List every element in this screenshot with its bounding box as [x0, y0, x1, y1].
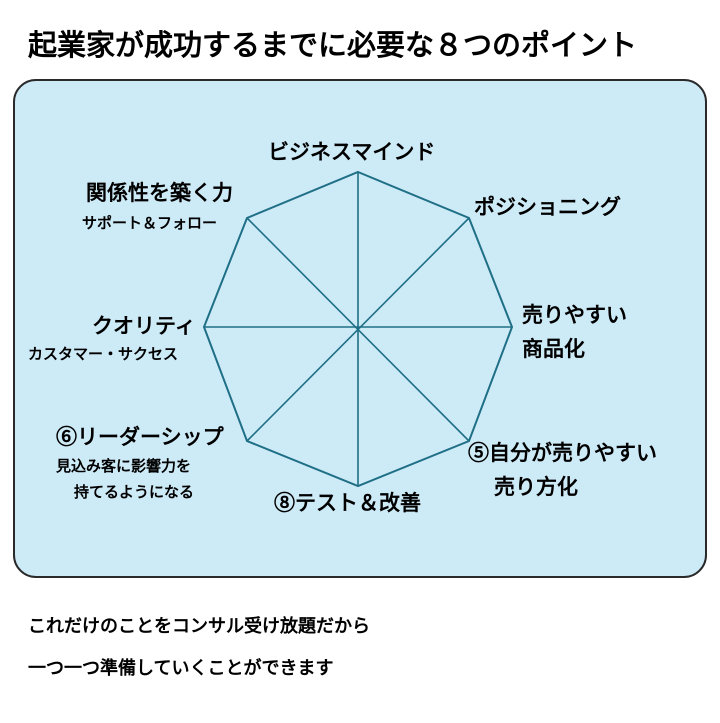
- point-sublabel-bottom-left-2: 持てるようになる: [74, 483, 195, 501]
- point-label-right-line1: 売りやすい: [522, 302, 627, 327]
- footer-line-1: これだけのことをコンサル受け放題だから: [28, 616, 370, 637]
- point-label-top: ビジネスマインド: [268, 139, 436, 164]
- point-label-top-right: ポジショニング: [474, 194, 621, 219]
- spoke-diagonal-tr-bl: [246, 217, 470, 442]
- footer-line-2: 一つ一つ準備していくことができます: [28, 658, 334, 679]
- point-label-bottom: ⑧テスト＆改善: [274, 490, 421, 515]
- point-sublabel-bottom-left-1: 見込み客に影響力を: [56, 457, 192, 475]
- point-label-top-left: 関係性を築く力: [86, 180, 233, 205]
- octagon-spokes: [204, 172, 512, 486]
- point-label-left: クオリティ: [92, 313, 196, 338]
- point-label-bottom-right-line2: 売り方化: [494, 474, 578, 499]
- point-label-right-line2: 商品化: [522, 336, 585, 361]
- page-title: 起業家が成功するまでに必要な８つのポイント: [28, 28, 638, 62]
- point-label-bottom-right-line1: ⑤自分が売りやすい: [468, 440, 657, 465]
- point-sublabel-top-left: サポート＆フォロー: [82, 214, 218, 232]
- point-label-bottom-left: ⑥リーダーシップ: [56, 424, 224, 449]
- point-sublabel-left: カスタマー・サクセス: [28, 345, 179, 363]
